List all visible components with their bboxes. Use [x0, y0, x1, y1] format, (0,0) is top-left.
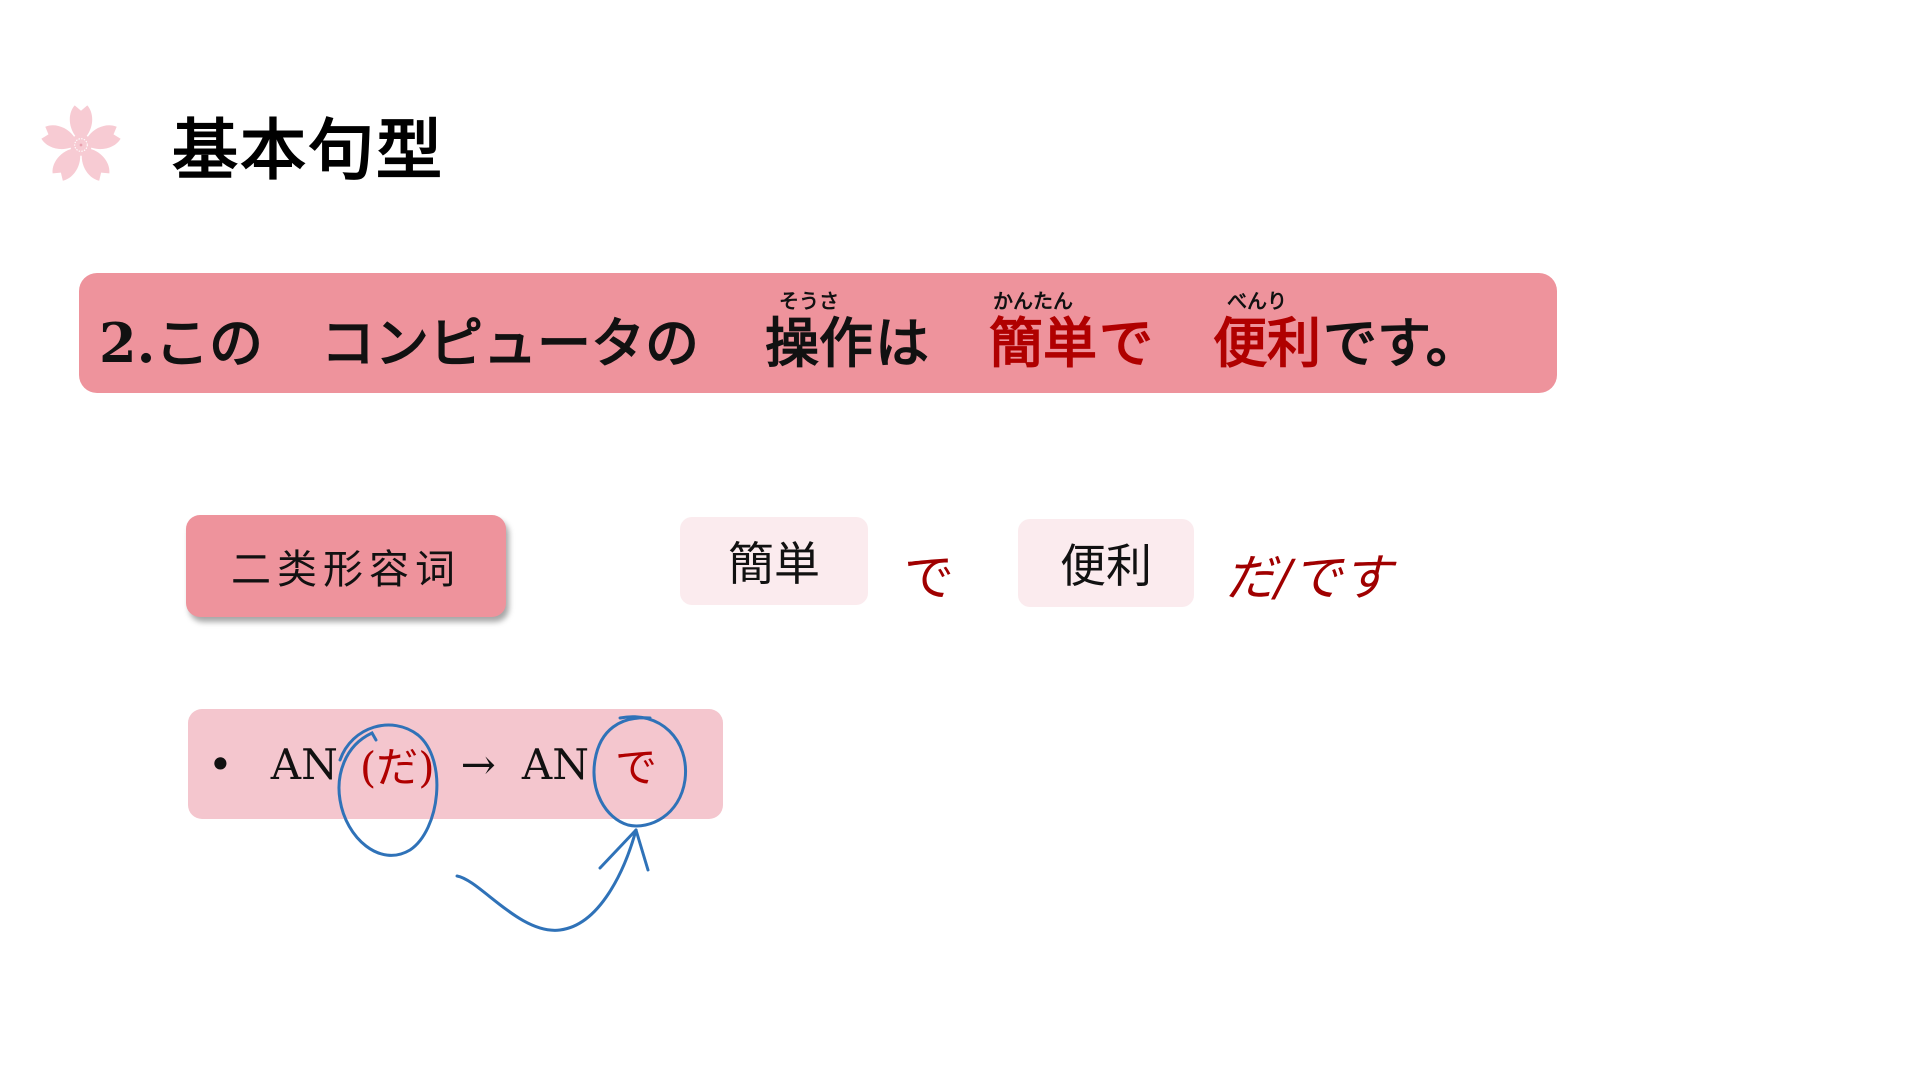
sentence-number: 2.: [99, 311, 156, 375]
word-box-benri: 便利: [1018, 519, 1194, 607]
particle-wa: は: [875, 311, 929, 375]
rule-an-right: AN: [521, 739, 589, 789]
conjugation-rule: • AN (だ) → AN で: [188, 709, 723, 819]
example-sentence-banner: 2. この コンピュータの そうさ 操作 は かんたん 簡単 で べんり 便利 …: [79, 273, 1557, 393]
copula-desu: です。: [1323, 311, 1480, 375]
page-title: 基本句型: [172, 112, 444, 189]
rule-an-left: AN: [270, 739, 338, 789]
rule-particle-de: で: [614, 742, 657, 792]
ruby-benri: べんり: [1227, 289, 1287, 313]
sentence-part-computer: コンピュータの: [321, 311, 699, 375]
title-row: 基本句型: [36, 100, 444, 190]
sakura-flower-icon: [39, 105, 123, 184]
word-benri: 便利: [1213, 311, 1321, 375]
sentence-part-kono: この: [155, 311, 263, 375]
word-sousa: 操作: [765, 311, 873, 375]
ruby-sousa: そうさ: [779, 289, 839, 313]
connector-de: で: [904, 549, 954, 607]
particle-de: で: [1099, 311, 1153, 375]
curved-arrow-icon: [455, 828, 638, 932]
arrow-right-icon: →: [460, 739, 496, 789]
ruby-kantan: かんたん: [993, 289, 1073, 313]
ending-da-desu: だ/です: [1225, 549, 1392, 607]
rule-particle-da: (だ): [359, 742, 435, 792]
word-box-kantan: 簡単: [680, 517, 868, 605]
bullet: •: [208, 739, 233, 789]
category-badge: 二类形容词: [186, 515, 506, 617]
word-kantan: 簡単: [989, 311, 1097, 375]
